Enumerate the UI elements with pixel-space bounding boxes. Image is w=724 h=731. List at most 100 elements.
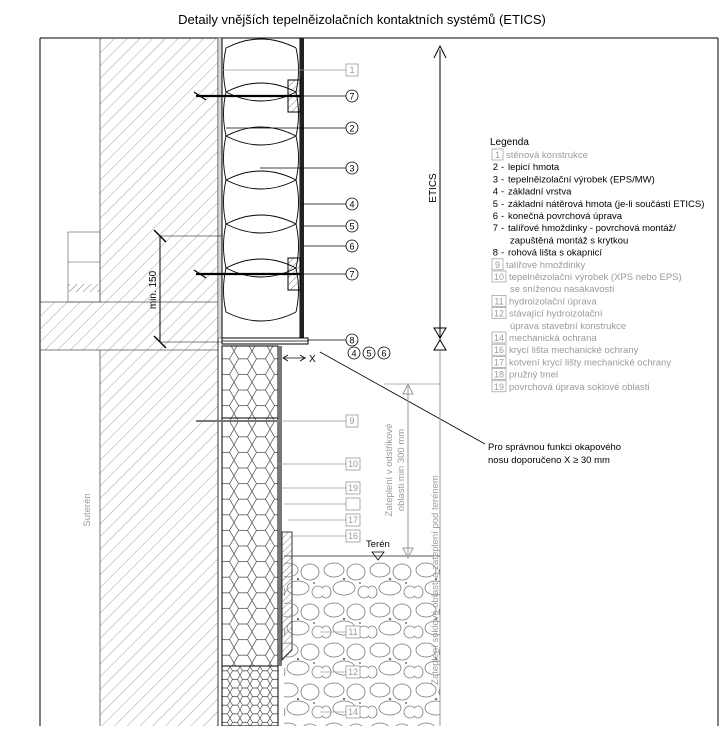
- legend-num-12: 12: [494, 309, 504, 319]
- legend-item-7: 7-talířové hmoždinky - povrchová montáž/…: [493, 223, 677, 246]
- legend-text-4: základní vrstva: [508, 187, 572, 198]
- legend-item-3: 3-tepelněizolační výrobek (EPS/MW): [493, 174, 655, 185]
- legend-item-4: 4-základní vrstva: [493, 187, 572, 198]
- note-line1: Pro správnou funkci okapového: [488, 442, 621, 453]
- legend-heading: Legenda: [490, 137, 529, 148]
- callout-2: 2: [349, 124, 354, 134]
- legend-num-16: 16: [494, 345, 504, 355]
- legend-box-18: [491, 368, 507, 380]
- terrain-label: Terén: [366, 539, 390, 550]
- legend-text-5: základní nátěrová hmota (je-li součástí …: [508, 199, 704, 210]
- legend-box-9: [491, 258, 504, 271]
- legend-num-8: 8: [493, 248, 498, 259]
- wall-structure-lower: [100, 350, 218, 726]
- legend-item-2: 2-lepicí hmota: [493, 162, 560, 173]
- legend-dash-2: -: [501, 162, 504, 173]
- legend-dash-5: -: [501, 199, 504, 210]
- callout-box-1: [345, 63, 359, 77]
- legend-text-cont-7: zapuštěná montáž s krytkou: [510, 235, 628, 246]
- gravel-backfill: [284, 560, 440, 726]
- callout-10: 10: [348, 459, 358, 469]
- splash-zone-label-2: oblasti min 300 mm: [396, 429, 407, 511]
- callout-11: 11: [348, 627, 357, 637]
- legend-item-8: 8-rohová lišta s okapnicí: [493, 248, 603, 259]
- floor-slab: [40, 302, 218, 350]
- legend-box-10: [491, 270, 507, 283]
- note-leader: [319, 351, 486, 445]
- legend-item-9: 9 talířové hmoždinky: [491, 258, 585, 271]
- callout-7b: 7: [349, 270, 354, 280]
- legend-num-14: 14: [494, 333, 504, 343]
- legend-item-14: 14 mechanická ochrana: [491, 331, 597, 344]
- plinth-insulation-upper: [221, 345, 279, 419]
- callout-6b: 6: [381, 349, 386, 359]
- legend-box-17: [491, 356, 507, 368]
- legend-box-11: [491, 295, 507, 307]
- insulation-pattern: [223, 38, 299, 322]
- callout-16: 16: [348, 531, 358, 541]
- legend-text-3: tepelněizolační výrobek (EPS/MW): [508, 174, 655, 185]
- legend-text-1: stěnová konstrukce: [506, 150, 588, 161]
- adhesive-layer: [217, 37, 223, 339]
- legend-num-7: 7: [493, 223, 498, 234]
- legend-text-16: krycí lišta mechanické ochrany: [509, 345, 639, 356]
- min150-label: min. 150: [148, 270, 159, 309]
- interior-floor-layers: [67, 231, 101, 303]
- terrain-marker: [371, 551, 385, 561]
- legend-text-12: stávající hydroizolační: [509, 309, 603, 320]
- note-line2: nosu doporučeno X ≥ 30 mm: [488, 455, 610, 466]
- legend-box-14: [491, 331, 507, 344]
- legend-box-1: [491, 148, 504, 161]
- legend-num-5: 5: [493, 199, 498, 210]
- drawing-title: Detaily vnějších tepelněizolačních konta…: [178, 12, 546, 27]
- legend-dash-6: -: [501, 211, 504, 222]
- legend-text-9: talířové hmoždinky: [506, 260, 585, 271]
- callout-14: 14: [348, 707, 358, 717]
- legend-item-10: 10 tepelněizolační výrobek (XPS nebo EPS)…: [491, 270, 682, 295]
- legend-box-19: [491, 380, 507, 393]
- callout-4: 4: [349, 200, 354, 210]
- basement-label: Suterén: [82, 493, 93, 526]
- callout-6: 6: [349, 242, 354, 252]
- dowel-anchor-upper: [193, 79, 301, 113]
- callout-7a: 7: [349, 92, 354, 102]
- legend-num-17: 17: [494, 357, 504, 367]
- legend-text-cont-10: se sníženou nasákavostí: [510, 284, 615, 295]
- wall-structure-upper: [100, 38, 218, 302]
- legend-text-18: pružný tmel: [509, 370, 558, 381]
- callout-5: 5: [349, 222, 354, 232]
- callout-8: 8: [349, 336, 354, 346]
- legend-text-6: konečná povrchová úprava: [508, 211, 623, 222]
- base-coat-render: [300, 38, 304, 338]
- callout-9: 9: [349, 416, 354, 426]
- plinth-render: [278, 346, 282, 666]
- legend-text-14: mechanická ochrana: [509, 333, 597, 344]
- legend-dash-8: -: [501, 248, 504, 259]
- legend-num-9: 9: [495, 260, 500, 270]
- x-label: X: [309, 354, 316, 365]
- callout-circle-7a: [345, 89, 359, 103]
- legend-text-2: lepicí hmota: [508, 162, 560, 173]
- legend-box-12: [491, 307, 507, 319]
- plinth-insulation-lower: [221, 417, 279, 667]
- legend-item-16: 16 krycí lišta mechanické ochrany: [491, 343, 639, 356]
- legend-num-6: 6: [493, 211, 498, 222]
- legend-dash-4: -: [501, 187, 504, 198]
- callout-12: 12: [348, 667, 358, 677]
- legend-text-17: kotvení krycí lišty mechanické ochrany: [509, 357, 671, 368]
- legend-text-11: hydroizolační úprava: [509, 296, 597, 307]
- legend-num-10: 10: [494, 272, 504, 282]
- legend-box-16: [491, 343, 507, 356]
- legend-text-7: talířové hmoždinky - povrchová montáž/: [508, 223, 676, 234]
- legend-text-10: tepelněizolační výrobek (XPS nebo EPS): [509, 272, 682, 283]
- legend-item-17: 17 kotvení krycí lišty mechanické ochrany: [491, 356, 671, 368]
- callout-5b: 5: [366, 349, 371, 359]
